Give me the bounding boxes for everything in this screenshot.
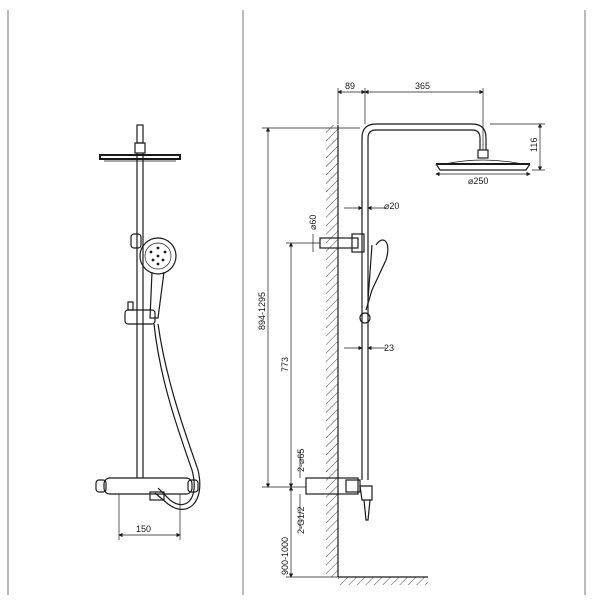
dim-head-diameter: ⌀250 bbox=[468, 176, 488, 186]
dim-adjustable-height: 894-1295 bbox=[257, 292, 267, 330]
mixer-valve-body bbox=[103, 477, 193, 495]
rain-head-plate bbox=[99, 154, 181, 160]
floor-hatch bbox=[338, 577, 428, 585]
side-spout bbox=[363, 499, 371, 521]
dim-mount-height: 900-1000 bbox=[280, 537, 290, 575]
dim-inlet-spacing: 150 bbox=[136, 524, 151, 534]
side-rain-head-body bbox=[435, 163, 531, 171]
side-mixer-body bbox=[305, 477, 359, 495]
side-view: 89 365 116 ⌀250 ⌀20 ⌀60 23 bbox=[257, 81, 545, 585]
head-connector bbox=[477, 149, 489, 159]
slider-block bbox=[124, 309, 156, 325]
shower-arm-inner bbox=[367, 129, 481, 150]
mixer-handle-left bbox=[95, 479, 107, 493]
hand-shower-head bbox=[139, 237, 177, 275]
dim-pipe-diameter: ⌀20 bbox=[384, 201, 399, 211]
hand-shower-handle bbox=[149, 271, 165, 319]
shower-arm-outer bbox=[361, 123, 487, 150]
hand-shower-face bbox=[144, 242, 172, 270]
side-rain-head-dome bbox=[444, 159, 523, 165]
side-diverter bbox=[359, 485, 373, 501]
dim-head-height: 116 bbox=[529, 138, 539, 152]
dim-rail-width: 23 bbox=[384, 343, 394, 353]
top-finial bbox=[136, 124, 144, 144]
slider-knob bbox=[127, 301, 134, 311]
hose-inner bbox=[154, 323, 201, 510]
side-hand-shower-inner bbox=[367, 244, 373, 301]
hose-outer bbox=[153, 323, 195, 506]
dim-wall-offset: 89 bbox=[345, 81, 355, 91]
side-holder-clip bbox=[351, 233, 365, 253]
front-view: 150 bbox=[95, 124, 201, 540]
hand-shower-nozzles bbox=[149, 246, 167, 266]
side-hand-shower-outer bbox=[365, 239, 389, 311]
dim-holder-height: 773 bbox=[280, 357, 290, 372]
dim-outlet-spacing: 2-⌀65 bbox=[296, 449, 306, 472]
holder-clip bbox=[130, 233, 142, 249]
top-connector bbox=[134, 142, 146, 154]
dim-holder-diameter: ⌀60 bbox=[308, 215, 318, 230]
dim-arm-length: 365 bbox=[415, 81, 430, 91]
mixer-spout bbox=[149, 491, 165, 501]
mixer-handle-right bbox=[187, 479, 199, 493]
wall-hatch bbox=[326, 125, 338, 577]
dim-inlet-thread: 2-G1/2 bbox=[296, 506, 306, 534]
side-slider-knob bbox=[359, 312, 371, 324]
